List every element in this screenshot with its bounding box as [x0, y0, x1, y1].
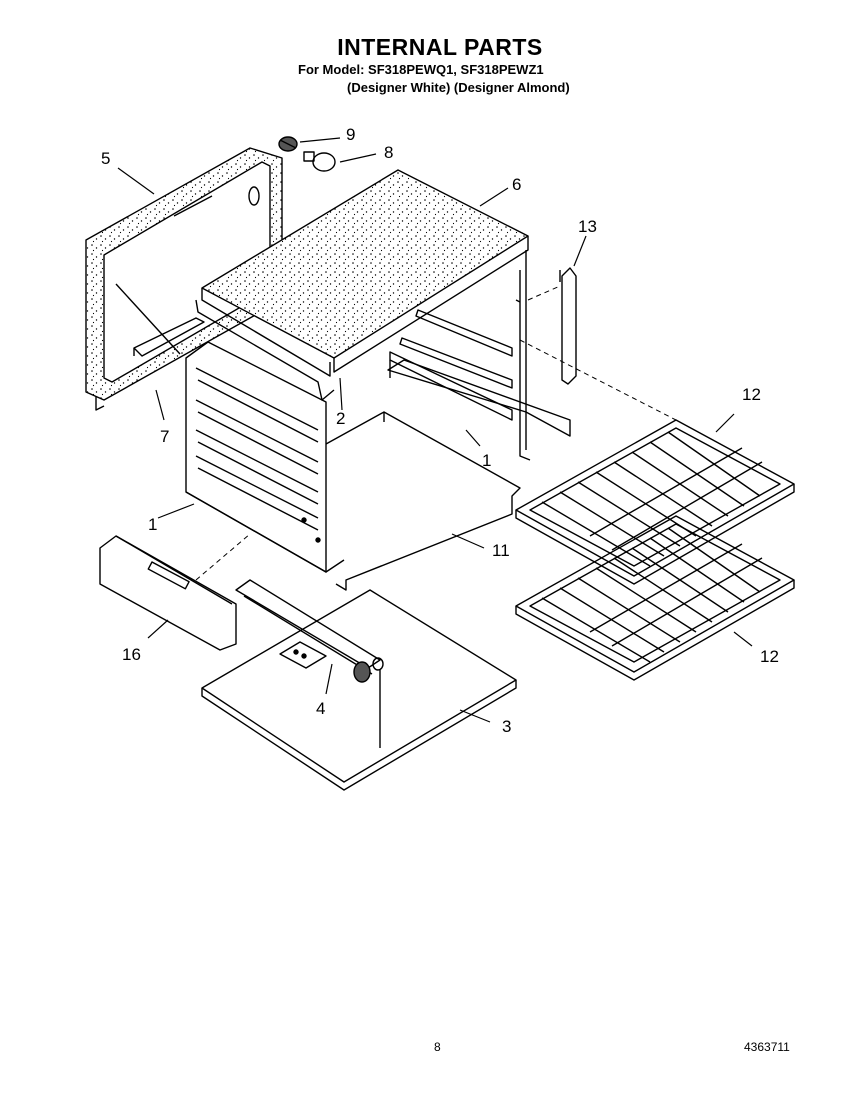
page-title: INTERNAL PARTS: [337, 34, 543, 60]
upper-oven-rack: [515, 419, 795, 585]
page-number: 8: [434, 1040, 441, 1054]
callout-12-lower: 12: [760, 647, 779, 666]
callout-12-upper: 12: [742, 385, 761, 404]
callout-8: 8: [384, 143, 393, 162]
callout-13: 13: [578, 217, 597, 236]
model-colors: (Designer White) (Designer Almond): [347, 80, 570, 95]
callout-1-left: 1: [148, 515, 157, 534]
callout-6: 6: [512, 175, 521, 194]
lower-oven-rack: [515, 515, 795, 681]
callout-3: 3: [502, 717, 511, 736]
light-bulb: [303, 151, 336, 172]
oven-bottom: [325, 411, 521, 591]
callout-4: 4: [316, 699, 325, 718]
callout-5: 5: [101, 149, 110, 168]
right-bracket: [559, 267, 577, 385]
model-numbers: For Model: SF318PEWQ1, SF318PEWZ1: [298, 62, 544, 77]
left-oven-wall: [185, 341, 345, 573]
door-liner-panel: [85, 147, 283, 411]
document-number: 4363711: [744, 1040, 790, 1054]
front-trim-panel: [99, 535, 237, 651]
leader-lines: [117, 137, 753, 723]
oven-top-cover: [195, 169, 529, 401]
callout-9: 9: [346, 125, 355, 144]
assembly-lines: [195, 285, 677, 581]
callout-2: 2: [336, 409, 345, 428]
callout-11: 11: [492, 541, 510, 560]
right-oven-wall: [387, 250, 571, 461]
burner-base-pan: [201, 589, 517, 791]
callout-labels: 5 9 8 6 13 7 2 1 1 11 12 12 16 4 3: [101, 125, 779, 736]
callout-7: 7: [160, 427, 169, 446]
bake-burner: [235, 579, 384, 683]
left-rail: [133, 317, 205, 357]
callout-16: 16: [122, 645, 141, 664]
callout-1-right: 1: [482, 451, 491, 470]
light-socket: [278, 136, 298, 152]
